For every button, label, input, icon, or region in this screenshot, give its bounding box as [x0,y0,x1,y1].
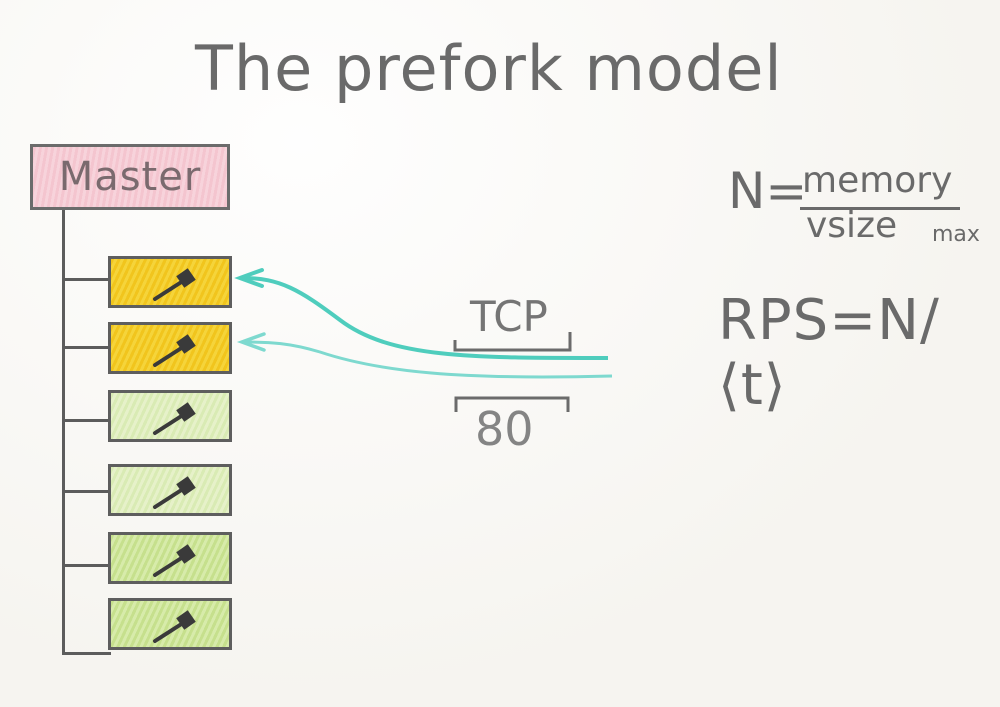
fraction-bar [800,207,960,210]
worker-branch [63,346,111,349]
worker-process-3-idle [108,390,232,442]
hammer-icon [153,476,196,509]
n-formula-lhs: N= [728,162,808,220]
n-formula-subscript: max [932,222,980,247]
tcp-connection-line [242,276,609,360]
worker-branch [63,419,111,422]
diagram-title: The prefork model [195,32,783,105]
tcp-connection-line [244,340,613,379]
worker-branch [63,278,111,281]
arrow-head-icon [234,268,264,288]
hammer-icon [153,402,196,435]
hammer-icon [153,544,196,577]
worker-process-5-idle [108,532,232,584]
arrow-head-icon [236,332,266,352]
process-tree-trunk [62,210,65,655]
tcp-bracket [453,332,572,352]
worker-branch [63,564,111,567]
worker-process-1-busy [108,256,232,308]
worker-branch [63,652,111,655]
worker-process-4-idle [108,464,232,516]
hammer-icon [153,268,196,301]
worker-process-2-busy [108,322,232,374]
master-process-box: Master [30,144,230,210]
port-label: 80 [475,402,534,456]
master-label: Master [58,154,202,200]
worker-branch [63,490,111,493]
worker-process-6-idle [108,598,232,650]
n-formula-numerator: memory [802,160,953,201]
hammer-icon [153,334,196,367]
port-bracket [454,396,570,412]
hammer-icon [153,610,196,643]
n-formula-denominator: vsize [806,205,898,246]
tcp-label: TCP [470,292,548,341]
rps-formula: RPS=N/⟨t⟩ [718,288,940,418]
